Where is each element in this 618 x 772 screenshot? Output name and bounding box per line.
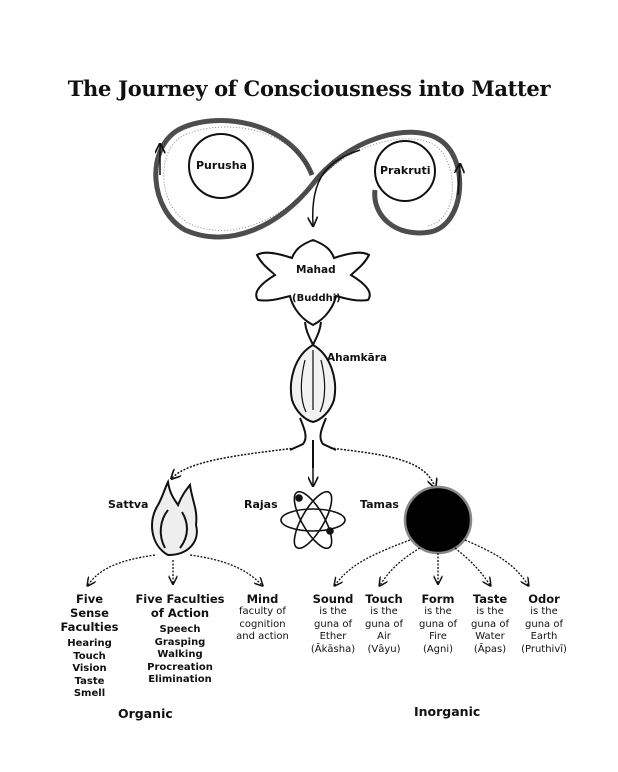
line: guna of bbox=[419, 618, 457, 630]
sattva-to-senses bbox=[88, 554, 156, 585]
line: Water bbox=[475, 631, 505, 642]
branch-to-sattva bbox=[172, 447, 296, 478]
tamas-to-odor bbox=[464, 539, 528, 585]
column-heading: Five bbox=[75, 592, 104, 606]
line: (Pruthivī) bbox=[521, 643, 567, 655]
column-heading: of Action bbox=[150, 606, 210, 620]
list-item: Hearing bbox=[67, 638, 112, 649]
purusha-circle bbox=[188, 133, 254, 199]
swirl-arrow-right bbox=[458, 165, 460, 196]
list-item: Vision bbox=[72, 663, 107, 674]
list-item: Walking bbox=[157, 649, 203, 660]
organic-label: Organic bbox=[118, 706, 173, 721]
sattva-to-mind bbox=[189, 554, 262, 585]
prakruti-to-mahad-arrow bbox=[313, 149, 361, 225]
organic-column-mind: Mind faculty of cognition and action bbox=[230, 592, 295, 644]
list-item: and action bbox=[236, 631, 289, 642]
inorganic-column-touch: Touch is the guna of Air (Vāyu) bbox=[358, 592, 410, 656]
sattva-label: Sattva bbox=[108, 498, 149, 511]
ahamkara-label: Ahamkāra bbox=[327, 352, 387, 364]
list-item: Elimination bbox=[148, 674, 212, 685]
inorganic-column-taste: Taste is the guna of Water (Āpas) bbox=[464, 592, 516, 656]
line: Air bbox=[377, 631, 391, 642]
inorganic-label: Inorganic bbox=[414, 704, 481, 719]
line: (Agni) bbox=[422, 643, 454, 655]
line: guna of bbox=[314, 618, 352, 630]
line: Fire bbox=[429, 631, 447, 642]
list-item: Taste bbox=[74, 675, 105, 687]
list-item: faculty of bbox=[239, 606, 286, 617]
line: (Vāyu) bbox=[367, 643, 401, 655]
purusha-loop bbox=[153, 118, 315, 240]
diagram-title: The Journey of Consciousness into Matter bbox=[67, 76, 551, 101]
prakruti-label: Prakruti bbox=[380, 164, 431, 177]
buddhi-label: (Buddhi) bbox=[292, 293, 341, 304]
mahad-lotus bbox=[255, 238, 371, 327]
line: Ether bbox=[319, 631, 347, 642]
tamas-to-sound bbox=[335, 539, 411, 585]
line: Earth bbox=[530, 631, 558, 642]
organic-column-senses: Five Sense Faculties Hearing Touch Visio… bbox=[42, 592, 137, 701]
column-heading: Sense Faculties bbox=[60, 606, 119, 634]
list-item: Smell bbox=[73, 688, 106, 699]
inorganic-column-form: Form is the guna of Fire (Agni) bbox=[412, 592, 464, 656]
line: is the bbox=[424, 606, 452, 617]
column-heading: Mind bbox=[246, 592, 279, 606]
mahad-label: Mahad bbox=[296, 264, 336, 276]
tamas-to-taste bbox=[454, 547, 490, 585]
column-heading: Sound bbox=[312, 592, 354, 606]
rajas-atom bbox=[280, 490, 346, 550]
line: guna of bbox=[365, 618, 403, 630]
tamas-label: Tamas bbox=[360, 498, 399, 511]
list-item: cognition bbox=[239, 618, 286, 630]
purusha-label: Purusha bbox=[196, 159, 247, 172]
tamas-to-touch bbox=[380, 547, 421, 585]
inorganic-column-sound: Sound is the guna of Ether (Ākāsha) bbox=[305, 592, 361, 656]
column-heading: Form bbox=[421, 592, 455, 606]
sattva-flame bbox=[151, 478, 198, 557]
rajas-label: Rajas bbox=[244, 498, 278, 511]
tamas-circle bbox=[403, 485, 473, 555]
line: guna of bbox=[525, 618, 563, 630]
line: guna of bbox=[471, 618, 509, 630]
column-heading: Five Faculties bbox=[135, 592, 225, 606]
column-heading: Touch bbox=[365, 592, 403, 606]
infinity-swirl bbox=[153, 118, 460, 240]
inorganic-column-odor: Odor is the guna of Earth (Pruthivī) bbox=[514, 592, 574, 656]
line: (Āpas) bbox=[473, 643, 507, 655]
line: is the bbox=[319, 606, 347, 617]
line: is the bbox=[370, 606, 398, 617]
column-heading: Odor bbox=[528, 592, 560, 606]
list-item: Grasping bbox=[154, 636, 206, 648]
list-item: Procreation bbox=[147, 661, 213, 673]
list-item: Speech bbox=[159, 624, 201, 635]
list-item: Touch bbox=[73, 650, 106, 662]
line: is the bbox=[530, 606, 558, 617]
line: (Ākāsha) bbox=[310, 643, 356, 655]
line: is the bbox=[476, 606, 504, 617]
column-heading: Taste bbox=[472, 592, 508, 606]
organic-column-action: Five Faculties of Action Speech Grasping… bbox=[135, 592, 225, 687]
branch-to-tamas bbox=[329, 447, 435, 487]
prakruti-circle bbox=[374, 140, 436, 202]
